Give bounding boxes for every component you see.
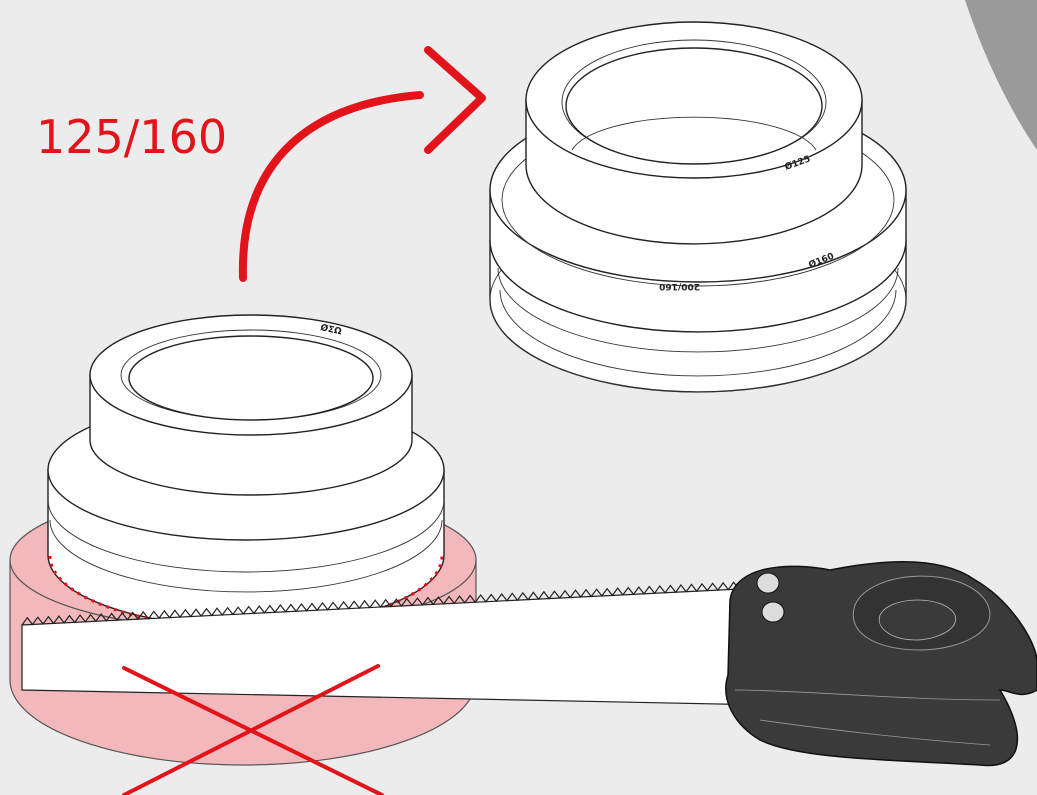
adapter-size-label: 125/160 [36, 110, 228, 164]
curved-arrow-icon [238, 46, 486, 282]
svg-text:ØΣΩ: ØΣΩ [319, 322, 343, 337]
cut-adapter: Ø125 Ø160 200/160 [489, 21, 907, 393]
size-band-label: 200/160 [659, 281, 700, 291]
background-blob [965, 0, 1037, 150]
cross-icon [122, 664, 384, 795]
saw-icon [21, 561, 1037, 767]
